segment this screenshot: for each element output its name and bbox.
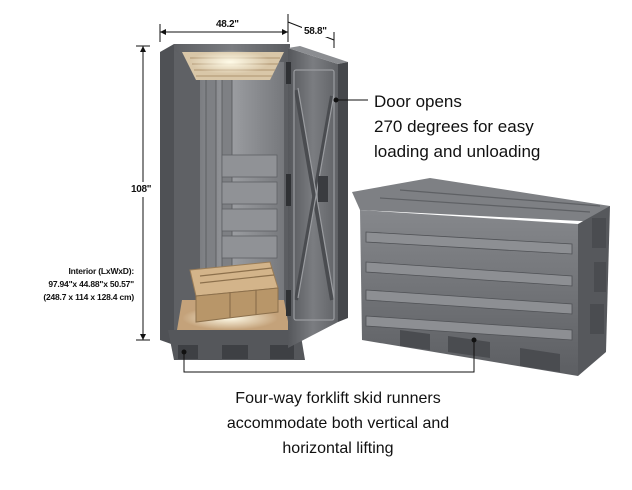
interior-dimensions: Interior (LxWxD): 97.94"x 44.88"x 50.57"… bbox=[14, 265, 134, 304]
door-callout-line-3: loading and unloading bbox=[374, 142, 541, 161]
forklift-callout-line-2: accommodate both vertical and bbox=[226, 415, 450, 432]
leader-dots bbox=[181, 97, 477, 355]
interior-line-2: 97.94"x 44.88"x 50.57" bbox=[48, 279, 134, 289]
door-callout-line-2: 270 degrees for easy bbox=[374, 117, 534, 136]
width-dimension-label: 48.2" bbox=[214, 19, 241, 30]
horizontal-container bbox=[352, 178, 610, 376]
height-dimension-label: 108" bbox=[131, 182, 152, 197]
wooden-pallet bbox=[189, 261, 279, 323]
door-callout-line-1: Door opens bbox=[374, 92, 462, 111]
interior-line-3: (248.7 x 114 x 128.4 cm) bbox=[43, 292, 134, 302]
open-door bbox=[286, 46, 348, 348]
upright-container bbox=[160, 44, 348, 360]
forklift-callout-line-1: Four-way forklift skid runners bbox=[235, 390, 441, 407]
forklift-callout: Four-way forklift skid runners accommoda… bbox=[190, 386, 486, 461]
door-callout: Door opens 270 degrees for easy loading … bbox=[374, 89, 540, 164]
forklift-callout-line-3: horizontal lifting bbox=[282, 440, 394, 457]
depth-dimension-label: 58.8" bbox=[302, 26, 329, 37]
interior-line-1: Interior (LxWxD): bbox=[68, 266, 134, 276]
